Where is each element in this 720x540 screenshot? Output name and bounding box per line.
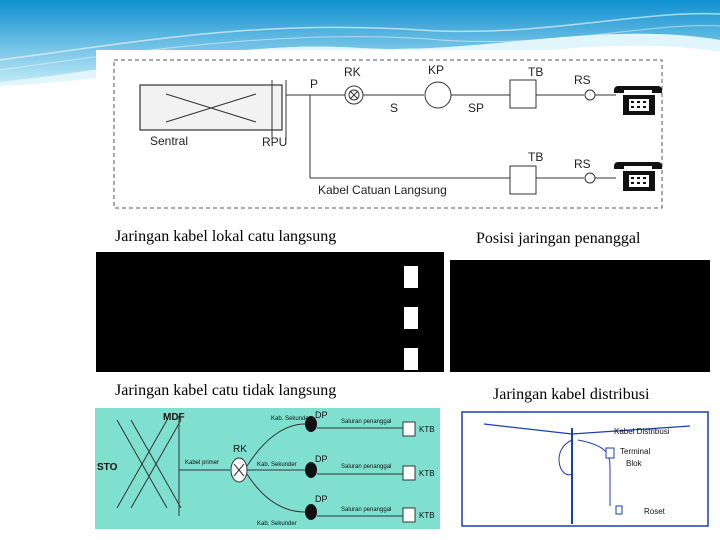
telephone-1-icon xyxy=(614,86,662,115)
rs1-symbol xyxy=(584,89,596,101)
terminal-block xyxy=(605,447,615,459)
ktb1-box xyxy=(402,421,416,437)
direct-feed-network-diagram: Sentral RPU P RK S KP SP TB RS Kabel Cat… xyxy=(96,50,680,220)
kp-label: KP xyxy=(428,63,444,77)
kabel-primer-label: Kabel primer xyxy=(185,460,219,466)
dp1-label: DP xyxy=(315,410,328,420)
dp2-symbol xyxy=(305,462,317,478)
roset-label: Roset xyxy=(644,507,666,516)
rs1-label: RS xyxy=(574,73,591,87)
roset-box xyxy=(615,505,623,515)
distribution-cable-diagram: Kabel Distribusi Terminal Blok Roset xyxy=(460,410,710,528)
dp2-label: DP xyxy=(315,454,328,464)
black-panel-left xyxy=(96,252,444,372)
mdf-label: MDF xyxy=(163,412,185,423)
tb2-box xyxy=(509,165,537,195)
caption-indirect-feed: Jaringan kabel catu tidak langsung xyxy=(115,382,337,399)
tb2-label: TB xyxy=(528,150,543,164)
tb1-label: TB xyxy=(528,65,543,79)
black-panel-right xyxy=(450,260,710,372)
dp3-label: DP xyxy=(315,494,328,504)
ktb2-label: KTB xyxy=(419,469,435,478)
dp1-symbol xyxy=(305,416,317,432)
kab-sekunder-3-label: Kab. Sekunder xyxy=(257,521,297,527)
p-label: P xyxy=(310,77,318,91)
saluran-1-label: Saluran penanggal xyxy=(341,419,391,425)
white-marker-1 xyxy=(404,266,418,288)
kabel-catuan-label: Kabel Catuan Langsung xyxy=(318,183,447,197)
saluran-3-label: Saluran penanggal xyxy=(341,507,391,513)
kabel-distribusi-label: Kabel Distribusi xyxy=(614,427,670,436)
tb1-box xyxy=(509,79,537,109)
telephone-2-icon xyxy=(614,162,662,191)
sentral-label: Sentral xyxy=(150,134,188,148)
caption-subscriber-line-position: Posisi jaringan penanggal xyxy=(476,230,641,247)
rk-label-2: RK xyxy=(233,444,247,455)
kab-sekunder-2-label: Kab. Sekunder xyxy=(257,462,297,468)
rs2-symbol xyxy=(584,172,596,184)
dp3-symbol xyxy=(305,504,317,520)
indirect-feed-network-diagram: MDF STO Kabel primer RK Kab. Sekunder Ka… xyxy=(95,408,440,529)
caption-direct-feed: Jaringan kabel lokal catu langsung xyxy=(115,228,337,245)
white-marker-3 xyxy=(404,348,418,370)
terminal-label: Terminal xyxy=(620,447,650,456)
s-label: S xyxy=(390,101,398,115)
ktb1-label: KTB xyxy=(419,425,435,434)
white-marker-2 xyxy=(404,307,418,329)
blok-label: Blok xyxy=(626,459,643,468)
rk-label: RK xyxy=(344,65,361,79)
saluran-2-label: Saluran penanggal xyxy=(341,464,391,470)
kp-symbol xyxy=(424,81,452,109)
sto-label: STO xyxy=(97,462,118,473)
sp-label: SP xyxy=(468,101,484,115)
ktb2-box xyxy=(402,465,416,481)
kab-sekunder-1-label: Kab. Sekunder xyxy=(271,416,311,422)
rs2-label: RS xyxy=(574,157,591,171)
rpu-label: RPU xyxy=(262,135,287,149)
ktb3-label: KTB xyxy=(419,511,435,520)
caption-distribution-cable: Jaringan kabel distribusi xyxy=(493,386,650,403)
ktb3-box xyxy=(402,507,416,523)
